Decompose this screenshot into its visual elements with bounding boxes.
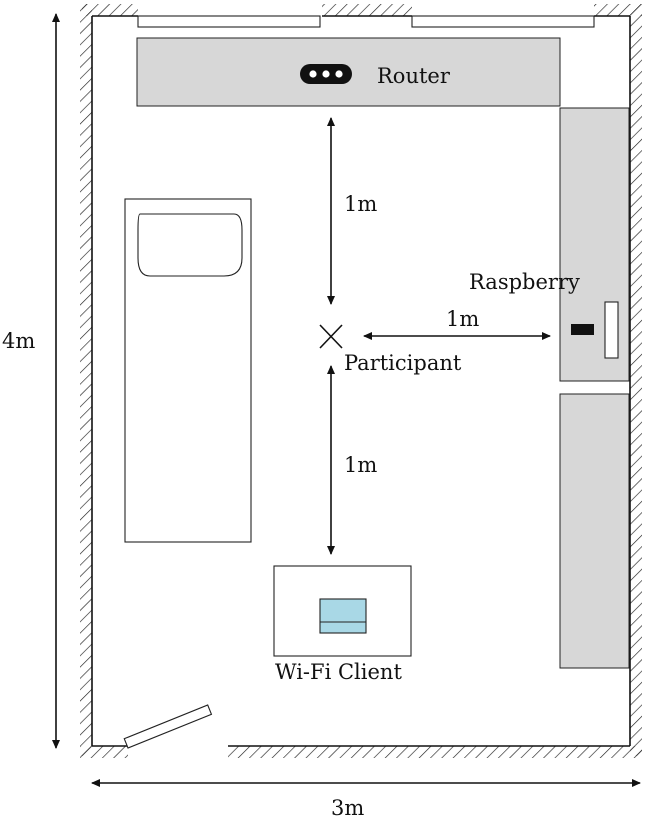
participant-cross-icon bbox=[319, 324, 343, 349]
dist-label-3: 1m bbox=[344, 453, 377, 477]
pillow bbox=[137, 213, 243, 277]
bed bbox=[124, 198, 252, 543]
raspberry-stand bbox=[604, 301, 619, 359]
wifi-client-label: Wi-Fi Client bbox=[275, 660, 402, 684]
window-left bbox=[137, 15, 321, 28]
right-counter-lower bbox=[559, 393, 630, 669]
dist-label-1: 1m bbox=[344, 192, 377, 216]
right-counter-upper bbox=[559, 107, 630, 382]
window-right bbox=[411, 15, 595, 28]
distance-router-participant: 1m bbox=[327, 117, 377, 305]
distance-participant-raspberry: 1m bbox=[363, 307, 551, 340]
router: Router bbox=[300, 64, 451, 88]
distance-participant-client: 1m bbox=[327, 365, 377, 555]
laptop-icon bbox=[319, 598, 367, 634]
router-label: Router bbox=[377, 64, 451, 88]
counter-furniture bbox=[136, 37, 630, 669]
room-height-dimension: 4m bbox=[0, 12, 60, 749]
raspberry: Raspberry bbox=[469, 270, 619, 359]
raspberry-label: Raspberry bbox=[469, 270, 580, 294]
room-width-label: 3m bbox=[331, 796, 364, 820]
walls bbox=[80, 4, 642, 758]
participant: Participant bbox=[319, 324, 462, 375]
door bbox=[123, 704, 213, 749]
room-width-dimension: 3m bbox=[91, 779, 641, 820]
room-height-label: 4m bbox=[2, 329, 35, 353]
wifi-client: Wi-Fi Client bbox=[273, 565, 412, 684]
raspberry-pi-icon bbox=[571, 324, 594, 335]
participant-label: Participant bbox=[344, 351, 462, 375]
dist-label-2: 1m bbox=[446, 307, 479, 331]
